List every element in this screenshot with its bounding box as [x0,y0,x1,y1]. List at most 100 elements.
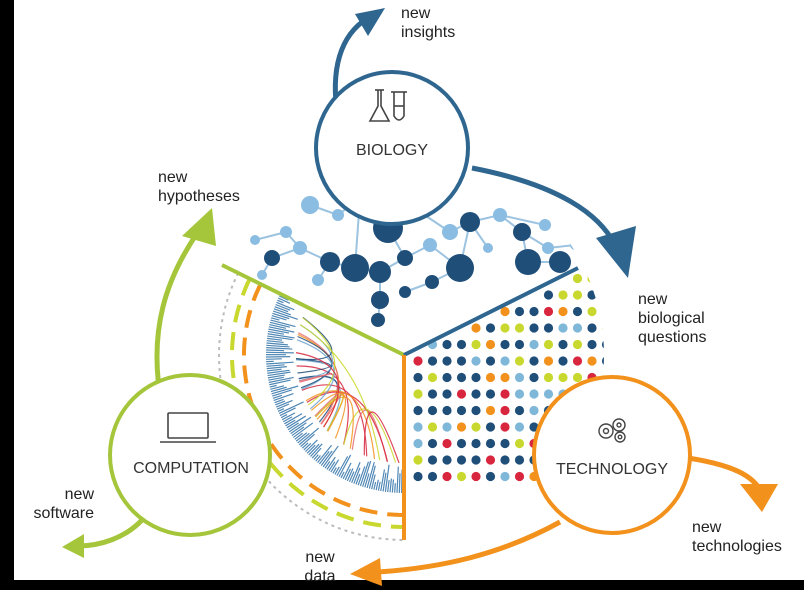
matrix-dot [471,389,481,399]
matrix-dot [485,356,496,366]
matrix-dot [413,405,423,416]
circos-tick [346,468,354,482]
circos-tick [294,432,303,440]
network-node [423,238,437,252]
circos-link [305,390,376,459]
network-node [397,250,413,266]
circos-tick [266,340,284,344]
network-node [369,261,391,283]
circos-tick [292,422,314,438]
matrix-dot [471,356,481,366]
new-insights-label: new insights [401,5,456,41]
network-node [371,313,385,327]
matrix-dot [543,290,554,300]
matrix-dot [485,455,496,465]
circos-tick [290,422,307,435]
matrix-dot [500,306,510,317]
matrix-dot [442,356,452,366]
new-biological-questions-label: new biological questions [638,291,707,346]
circos-tick [298,427,320,446]
circos-link [299,372,333,383]
circos-link [299,324,381,461]
matrix-dot [442,405,452,416]
matrix-dot [529,323,539,333]
circos-tick [317,444,333,463]
matrix-dot [500,422,510,432]
circos-link [310,392,347,439]
network-node [515,249,541,275]
circos-tick [272,312,290,320]
matrix-dot [485,422,496,432]
circos-tick [266,349,285,352]
new-data-label: new data [304,549,336,585]
network-node [493,208,507,222]
circos-tick [273,308,291,316]
matrix-dot [456,471,467,482]
matrix-dot [471,471,481,482]
circos-tick [295,432,308,442]
arrow-data-head [350,558,382,586]
matrix-dot [587,273,597,284]
circos-tick [291,426,305,437]
matrix-dot [514,471,525,482]
network-node [320,252,340,272]
gears-icon [598,418,626,443]
circos-tick [344,468,351,481]
network-node [539,219,551,231]
network-node [446,254,474,282]
circos-tick [266,366,287,370]
circos-tick [270,386,287,393]
circos-tick [267,335,293,341]
matrix-dot [558,339,568,350]
network-node [312,274,324,286]
network-node [513,223,531,241]
circos-link [295,352,340,428]
matrix-dot [427,422,438,432]
network-node [250,235,260,245]
circos-tick [279,407,296,417]
matrix-dot [485,389,496,399]
circos-tick [271,385,299,395]
laptop-icon [160,412,216,443]
circos-tick [288,416,312,433]
circos-tick [328,461,336,472]
circos-tick [272,310,298,320]
matrix-dot [601,356,604,366]
technology-circle [532,375,692,535]
matrix-dot [471,405,481,416]
circos-tick [279,295,289,301]
arrow-data [377,519,562,575]
circos-tick [266,347,293,350]
circos-tick [297,432,310,444]
circos-link [296,358,331,374]
arrow-insights-head [355,8,385,36]
circos-tick [268,376,294,384]
circos-tick [320,450,333,466]
circos-tick [322,445,339,468]
circos-tick [368,465,376,489]
matrix-dot [514,356,525,366]
circos-tick [266,351,294,354]
circos-tick [366,461,375,489]
matrix-dot [471,323,481,333]
circos-tick [267,333,295,339]
matrix-dot [543,389,554,399]
circos-tick [311,447,322,459]
circos-tick [389,478,393,493]
matrix-dot [413,422,423,432]
circos-tick [330,459,340,473]
circos-tick [373,481,377,490]
matrix-dot [572,372,583,383]
matrix-dot [442,455,452,465]
matrix-dot [529,306,539,317]
circos-tick [305,439,318,453]
matrix-dot [442,339,452,350]
network-node [542,242,554,254]
circos-tick [275,400,286,406]
matrix-dot [413,438,423,449]
circos-tick [380,469,386,492]
matrix-dot [500,339,510,350]
circos-tick [278,297,291,304]
matrix-dot [514,422,525,432]
matrix-dot [572,306,583,317]
